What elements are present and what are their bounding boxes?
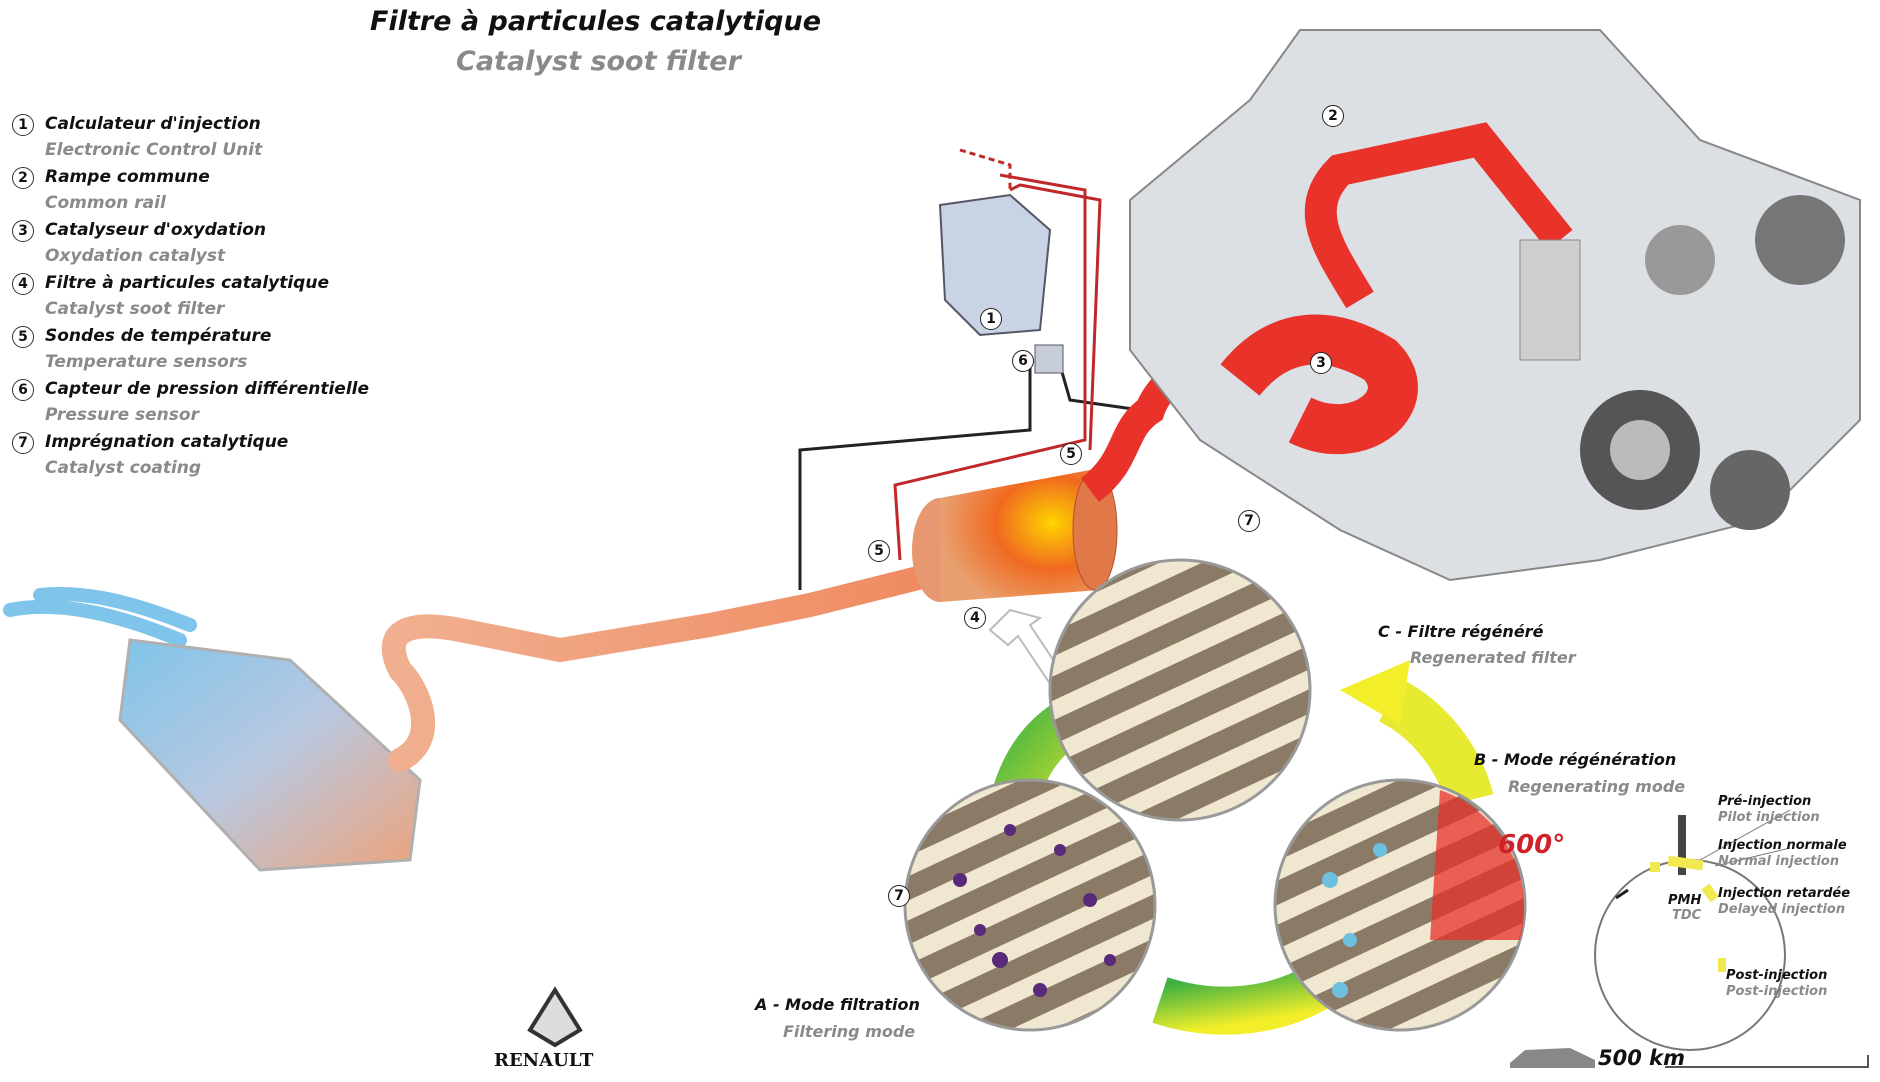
callout-oxydation-catalyst: 3 <box>1310 352 1332 374</box>
diagram-subtitle: Catalyst soot filter <box>456 46 741 77</box>
injection-3-en: Delayed injection <box>1718 902 1846 917</box>
injection-1-en: Pilot injection <box>1718 810 1820 825</box>
exhaust-pipe <box>381 563 942 772</box>
callout-temp-sensor-2: 5 <box>868 540 890 562</box>
tdc-label: TDC <box>1672 908 1702 923</box>
pmh-label: PMH <box>1668 893 1702 908</box>
legend-number: 6 <box>12 379 34 401</box>
renault-logo <box>527 986 583 1048</box>
legend-label-en: Catalyst soot filter <box>45 299 225 319</box>
legend-number: 3 <box>12 220 34 242</box>
legend-number: 7 <box>12 432 34 454</box>
mode-b-sublabel: Regenerating mode <box>1508 777 1686 796</box>
callout-common-rail: 2 <box>1322 105 1344 127</box>
diagram-title: Filtre à particules catalytique <box>370 6 822 37</box>
injection-4-en: Post-injection <box>1726 984 1828 999</box>
legend-label-en: Pressure sensor <box>45 405 199 425</box>
legend-label-fr: Sondes de température <box>45 326 272 346</box>
injection-2-en: Normal injection <box>1718 854 1840 869</box>
callout-pressure-sensor: 6 <box>1012 350 1034 372</box>
legend-label-fr: Calculateur d'injection <box>45 114 261 134</box>
brand-name: RENAULT <box>494 1050 594 1071</box>
mode-b-label: B - Mode régénération <box>1474 750 1677 769</box>
mode-c-label: C - Filtre régénéré <box>1378 622 1544 641</box>
mode-c-sublabel: Regenerated filter <box>1410 648 1576 667</box>
legend-number: 2 <box>12 167 34 189</box>
legend-label-fr: Rampe commune <box>45 167 210 187</box>
legend-label-en: Oxydation catalyst <box>45 246 226 266</box>
sensor-wires <box>798 148 1141 590</box>
circle-filtering-mode <box>903 778 1157 1032</box>
callout-coating-a: 7 <box>888 885 910 907</box>
callout-coating-c: 7 <box>1238 510 1260 532</box>
ecu-unit <box>938 193 1064 374</box>
callout-ecu: 1 <box>980 308 1002 330</box>
legend-label-fr: Catalyseur d'oxydation <box>45 220 266 240</box>
circle-regenerating-mode <box>1273 778 1527 1032</box>
callout-soot-filter: 4 <box>964 607 986 629</box>
legend-label-fr: Filtre à particules catalytique <box>45 273 329 293</box>
legend-number: 5 <box>12 326 34 348</box>
legend-label-en: Temperature sensors <box>45 352 248 372</box>
injection-timing-diagram <box>1594 809 1791 1051</box>
legend-number: 1 <box>12 114 34 136</box>
distance-scale <box>1510 1048 1869 1068</box>
legend-label-fr: Capteur de pression différentielle <box>45 379 370 399</box>
legend-number: 4 <box>12 273 34 295</box>
legend-label-en: Common rail <box>45 193 166 213</box>
muffler <box>3 587 422 872</box>
soot-filter <box>912 319 1241 602</box>
regeneration-temperature: 600° <box>1498 830 1566 860</box>
injection-4-fr: Post-injection <box>1726 968 1828 983</box>
circle-regenerated-filter <box>1048 558 1312 822</box>
legend-label-en: Catalyst coating <box>45 458 202 478</box>
engine <box>1129 29 1861 582</box>
legend-label-fr: Imprégnation catalytique <box>45 432 289 452</box>
distance-label: 500 km <box>1598 1046 1685 1070</box>
injection-2-fr: Injection normale <box>1718 838 1847 853</box>
injection-3-fr: Injection retardée <box>1718 886 1851 901</box>
mode-a-sublabel: Filtering mode <box>783 1022 916 1041</box>
callout-temp-sensor-1: 5 <box>1060 443 1082 465</box>
legend-label-en: Electronic Control Unit <box>45 140 263 160</box>
injection-1-fr: Pré-injection <box>1718 794 1812 809</box>
mode-a-label: A - Mode filtration <box>755 995 920 1014</box>
